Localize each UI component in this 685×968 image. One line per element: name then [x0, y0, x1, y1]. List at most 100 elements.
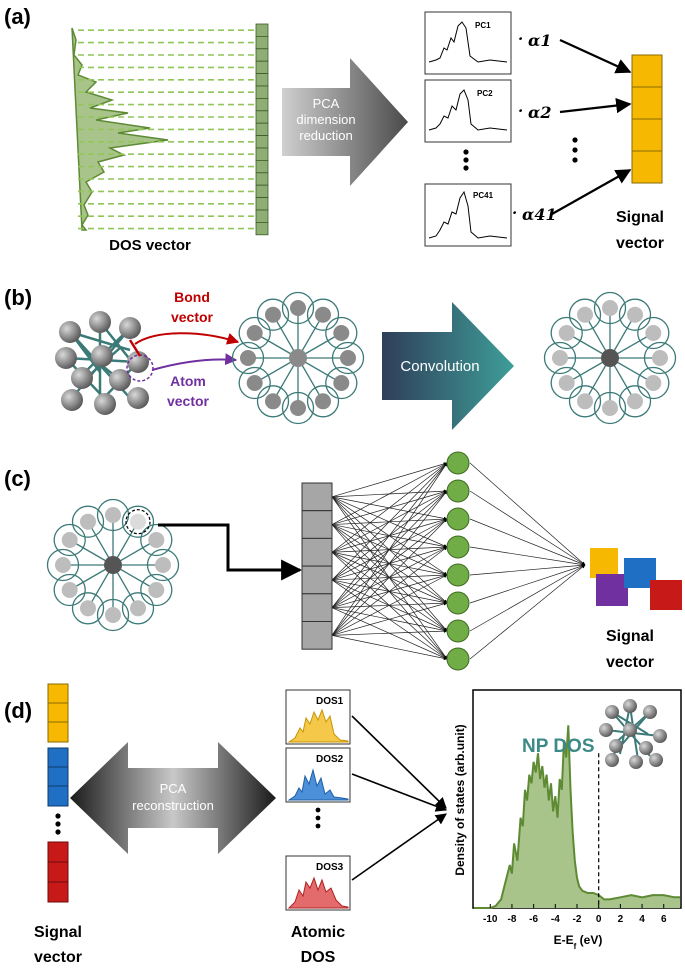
crystal-graph-convolved [543, 291, 677, 425]
nn-output-edge [469, 518, 586, 566]
signal-vector-label-d-1: Signal [34, 924, 82, 941]
pc-box-2: PC2 [424, 79, 512, 143]
nn-output-edge [469, 564, 586, 604]
nn-edge [331, 462, 448, 581]
graph-ring [238, 316, 271, 350]
graph-ring [306, 385, 340, 418]
svg-text:·: · [518, 102, 523, 120]
graph-node [148, 532, 165, 548]
graph-node [246, 325, 263, 341]
graph-node [80, 600, 96, 617]
signal-vector-a [631, 54, 663, 184]
np-dos-area [474, 725, 680, 908]
signal-vector-label-a-1: Signal [616, 209, 664, 226]
graph-ring [256, 298, 290, 331]
x-tick-label: 4 [639, 914, 645, 925]
nn-output-edge [469, 564, 586, 660]
graph-node [340, 350, 356, 366]
nn-output-edge [469, 490, 586, 566]
convolution-arrow [382, 302, 514, 430]
x-tick-label: 6 [661, 914, 667, 925]
dos1-to-chart-arrow [351, 715, 447, 809]
graph-node [602, 400, 618, 416]
nn-edge [331, 462, 448, 525]
dos-vector-cell [255, 135, 269, 149]
graph-node [265, 393, 281, 410]
graph-node [315, 393, 331, 410]
coef-arrow-2 [559, 97, 632, 114]
bond-vector-label-2: vector [171, 309, 214, 325]
pca-recon-line-1: PCA [160, 781, 187, 796]
atomic-dos-box-2: DOS2 [285, 747, 351, 803]
signal-vector-label-c-1: Signal [606, 628, 654, 645]
nn-edge [331, 574, 448, 636]
graph-node [290, 400, 306, 416]
nn-edge [331, 629, 448, 636]
atomic-dos-box-1: DOS1 [285, 689, 351, 745]
coef-alpha-1: · α1 [518, 30, 551, 50]
pc-label-41: PC41 [473, 191, 494, 200]
coef-arrow-41 [551, 169, 632, 215]
dos3-to-chart-arrow [351, 813, 447, 881]
atomic-dos-label-d-2: DOS [301, 949, 336, 966]
nn-output-edge [469, 563, 586, 576]
coef-arrow-1 [559, 38, 632, 74]
pc-label-2: PC2 [477, 89, 493, 98]
selected-node-ring [125, 509, 151, 535]
panel-label-d: (d) [4, 698, 32, 723]
graph-ring [568, 385, 602, 418]
graph-center-node [289, 349, 307, 367]
pca-arrow-line-3: reduction [299, 128, 352, 143]
graph-ring [306, 298, 340, 331]
signal-vector-label-a-2: vector [616, 235, 664, 252]
nn-hidden-node [446, 535, 470, 559]
dos-vector-cell [255, 73, 269, 87]
graph-ring [53, 523, 86, 557]
chart-plot-area [474, 725, 680, 909]
dos-vector-cell [255, 147, 269, 161]
nn-edge [331, 462, 448, 636]
panel-label-c: (c) [4, 466, 31, 491]
panel-label-b: (b) [4, 285, 32, 310]
graph-ring [568, 298, 602, 331]
graph-node [105, 507, 121, 523]
graph-node [645, 325, 662, 341]
graph-node [105, 607, 121, 623]
pca-recon-line-2: reconstruction [132, 798, 214, 813]
dos-vector-cell [255, 36, 269, 50]
nn-hidden-node [446, 591, 470, 615]
svg-text:·: · [512, 204, 517, 222]
graph-ring [53, 573, 86, 607]
graph-ring [140, 523, 173, 557]
crystal-graph-selected [46, 498, 180, 632]
neural-network [301, 451, 586, 671]
nn-edge [331, 602, 448, 636]
graph-node [55, 557, 71, 573]
pc-box-41: PC41 [424, 183, 512, 247]
nn-output-edge [469, 462, 586, 566]
graph-ring [238, 366, 271, 400]
nn-input-cell [301, 537, 333, 567]
graph-ring [256, 385, 290, 418]
nn-input-cell [301, 565, 333, 595]
graph-node [627, 393, 643, 410]
graph-node [148, 582, 165, 598]
graph-node [315, 306, 331, 323]
graph-ring [550, 366, 583, 400]
nn-hidden-node [446, 479, 470, 503]
coef-alpha-41: · α41 [512, 204, 557, 224]
dos-vector-cell [255, 209, 269, 223]
x-tick-label: -10 [483, 914, 498, 925]
graph-node [645, 375, 662, 391]
graph-node [265, 306, 281, 323]
nn-input-cell [301, 510, 333, 539]
pca-reduction-arrow [282, 58, 408, 186]
svg-text:α1: α1 [528, 31, 551, 50]
graph-ring [618, 298, 652, 331]
nn-input-cell [301, 482, 333, 512]
graph-ring [325, 316, 358, 350]
graph-node [333, 375, 350, 391]
svg-text:·: · [518, 30, 523, 48]
